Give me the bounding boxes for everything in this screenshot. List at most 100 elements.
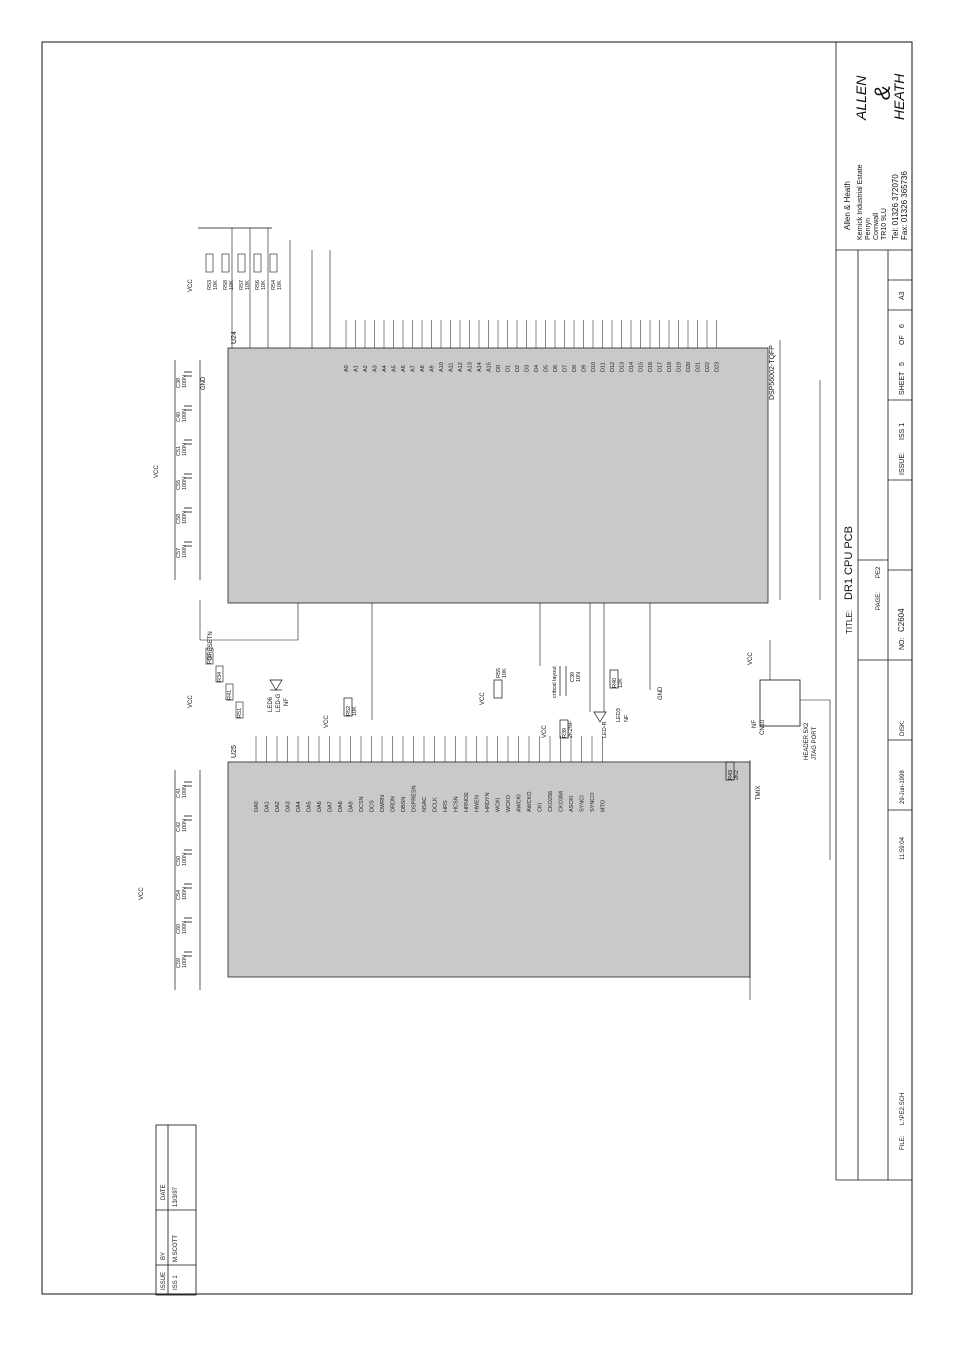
of-value: 6 — [899, 324, 906, 328]
u24-pin-label: D3 — [525, 365, 531, 372]
u24-pin-label: D11 — [601, 362, 607, 372]
u25-pin-label: ASCKI — [569, 795, 575, 812]
u25-pin-label: CKI — [538, 802, 544, 812]
u24-pin-label: D19 — [677, 362, 683, 372]
reset-resistor — [215, 665, 224, 683]
u24-pin-label: A0 — [344, 365, 350, 372]
capacitor-ref: C54 — [176, 890, 182, 900]
u25-pin-label: SYNCI — [580, 795, 586, 812]
capacitor-ref: C57 — [176, 548, 182, 558]
resistor-value: 10K — [261, 280, 267, 290]
u25-pin-label: HCSN — [454, 796, 460, 812]
resistor-ref: R54 — [271, 280, 277, 290]
u24-pin-label: A12 — [458, 362, 464, 372]
svg-text:NF: NF — [284, 698, 290, 706]
dresetn-label: DRESETN — [208, 631, 214, 660]
of-label: OF — [899, 335, 906, 345]
u25-pin-label: DA1 — [265, 801, 271, 812]
fax-text: Fax: 01326 365736 — [900, 171, 909, 240]
svg-text:R52: R52 — [346, 706, 352, 716]
capacitor-ref: C55 — [176, 480, 182, 490]
capacitor-value: 100N — [182, 819, 188, 832]
u24-pin-label: D17 — [658, 362, 664, 372]
svg-text:GND: GND — [658, 686, 664, 700]
svg-text:VCC: VCC — [748, 652, 754, 665]
u24-pin-label: D9 — [582, 365, 588, 372]
title-value: DR1 CPU PCB — [843, 526, 855, 600]
capacitor-value: 100N — [182, 443, 188, 456]
u24-pin-label: A11 — [449, 363, 455, 372]
u25-pin-label: DA0 — [254, 801, 260, 812]
u25-pin-label: DA3 — [286, 801, 292, 812]
u25-pin-label: WCKI — [496, 797, 502, 812]
u25-pin-label: DA9 — [349, 801, 355, 812]
issue-label: ISSUE: — [899, 452, 906, 475]
svg-text:ISSUE: ISSUE — [161, 1272, 167, 1290]
file-label: FILE: — [900, 1135, 906, 1150]
capacitor-ref: C51 — [176, 446, 182, 456]
svg-text:LED3: LED3 — [616, 708, 622, 722]
u25-pin-label: DCS — [370, 800, 376, 812]
svg-text:ALLEN: ALLEN — [853, 75, 869, 121]
file-value: L:\PE2.SCH — [900, 1093, 906, 1125]
address-line-3: Cornwall — [873, 212, 880, 240]
u25-pin-label: CKO384 — [559, 791, 565, 812]
vcc-label-caps: VCC — [154, 465, 160, 478]
svg-text:LED6: LED6 — [268, 696, 274, 712]
date-value: 29-Jun-1998 — [900, 770, 906, 804]
svg-text:HEATH: HEATH — [891, 73, 907, 120]
svg-text:DATE: DATE — [161, 1184, 167, 1200]
svg-text:R40: R40 — [612, 678, 618, 688]
svg-text:12K: 12K — [618, 678, 624, 688]
svg-text:R39: R39 — [562, 728, 568, 738]
svg-text:R43: R43 — [728, 770, 734, 780]
svg-text:2K2NF: 2K2NF — [568, 720, 574, 738]
svg-text:&: & — [870, 85, 895, 100]
u25-pin-label: WCKO — [506, 794, 512, 812]
svg-text:VCC: VCC — [480, 692, 486, 705]
wires — [199, 228, 831, 1000]
time-value: 11:59:04 — [900, 836, 906, 860]
no-value: C2604 — [897, 608, 906, 632]
address-line-1: Kernick Industrial Estate — [857, 164, 864, 240]
u24-ref: U24 — [231, 331, 238, 344]
u24-pin-label: D22 — [705, 362, 711, 372]
u24-pin-label: A15 — [487, 362, 493, 372]
address-line-2: Penryn — [865, 218, 872, 240]
pullup-resistor — [237, 253, 246, 273]
u24-pin-label: D5 — [544, 365, 550, 372]
r55-resistor — [493, 679, 503, 699]
u25-pin-label: DA8 — [338, 801, 344, 812]
capacitor-value: 100N — [182, 785, 188, 798]
page-label: PAGE: — [876, 592, 882, 610]
led3-diode-icon — [593, 711, 607, 723]
capacitor-value: 100N — [182, 511, 188, 524]
capacitor-ref: C41 — [176, 788, 182, 798]
u24-pin-label: D7 — [563, 365, 569, 372]
revision-block: ISSUE BY DATE ISS 1 M.SCOTT 13/3/97 — [155, 1124, 197, 1296]
reset-resistor — [205, 647, 214, 665]
cn10-connector — [759, 679, 801, 727]
vcc-label-reset: VCC — [188, 695, 194, 708]
u24-pin-label: A3 — [373, 365, 379, 372]
sheet-value: 5 — [899, 362, 906, 366]
size-value: A3 — [899, 291, 906, 300]
svg-text:CN10: CN10 — [760, 719, 766, 735]
resistor-value: 10K — [277, 280, 283, 290]
u25-pin-label: DRDN — [391, 796, 397, 812]
jtag-header: NF CN10 HEADER 5X2 JTAG PORT VCC R43 2K2… — [725, 652, 818, 800]
capacitor-ref: C60 — [176, 924, 182, 934]
svg-text:10N: 10N — [576, 672, 582, 682]
svg-text:NF: NF — [624, 714, 630, 722]
u24-pin-label: A2 — [363, 365, 369, 372]
pullup-resistor — [205, 253, 214, 273]
u25-pin-label: DCSN — [359, 796, 365, 812]
u24-pin-label: A13 — [468, 362, 474, 372]
capacitor-value: 100N — [182, 409, 188, 422]
u24-part: DSP56002-TQFP — [769, 345, 776, 400]
resistor-ref: R41 — [227, 690, 233, 700]
